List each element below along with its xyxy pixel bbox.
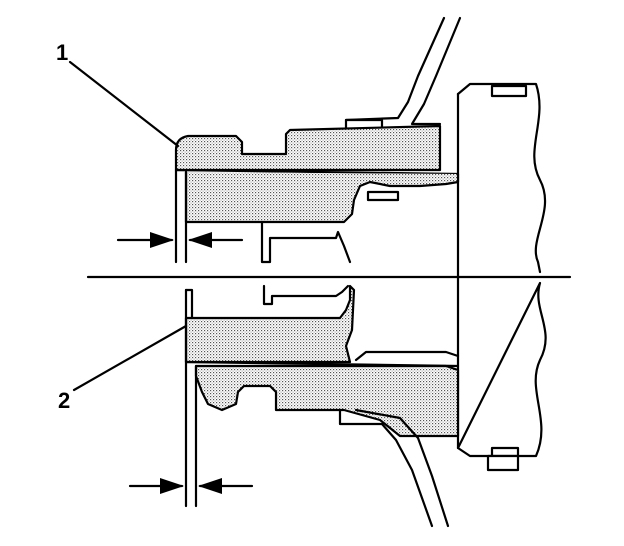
lower-bushing-shelf	[184, 360, 460, 368]
lower-small-tab	[354, 350, 460, 362]
upper-clip	[260, 220, 352, 264]
leader-line-1	[68, 60, 180, 148]
lower-bushing-main	[194, 364, 460, 438]
upper-bushing-lower	[184, 170, 460, 224]
lower-arrowhead-right	[198, 478, 222, 494]
housing-right	[456, 82, 547, 458]
upper-arrowhead-left	[150, 232, 174, 248]
callout-1-label: 1	[56, 40, 68, 65]
upper-small-tab	[366, 190, 400, 202]
housing-slot-top	[490, 84, 528, 98]
housing-tab-bottom	[486, 454, 520, 472]
upper-tube-inner	[410, 16, 462, 126]
upper-tube	[344, 16, 446, 122]
callout-2-label: 2	[58, 388, 70, 413]
upper-bushing-shelf	[174, 168, 460, 176]
upper-bushing-stippled	[174, 124, 442, 172]
lower-arrowhead-left	[160, 478, 184, 494]
lower-clip	[262, 284, 350, 306]
leader-line-2	[72, 324, 188, 392]
lower-ref-line-left	[184, 288, 194, 320]
upper-arrowhead-right	[188, 232, 212, 248]
lower-tube-inner	[354, 408, 450, 528]
lower-tube	[338, 408, 434, 528]
lower-bushing-stippled	[184, 284, 356, 364]
housing-slot-bottom	[490, 446, 520, 458]
